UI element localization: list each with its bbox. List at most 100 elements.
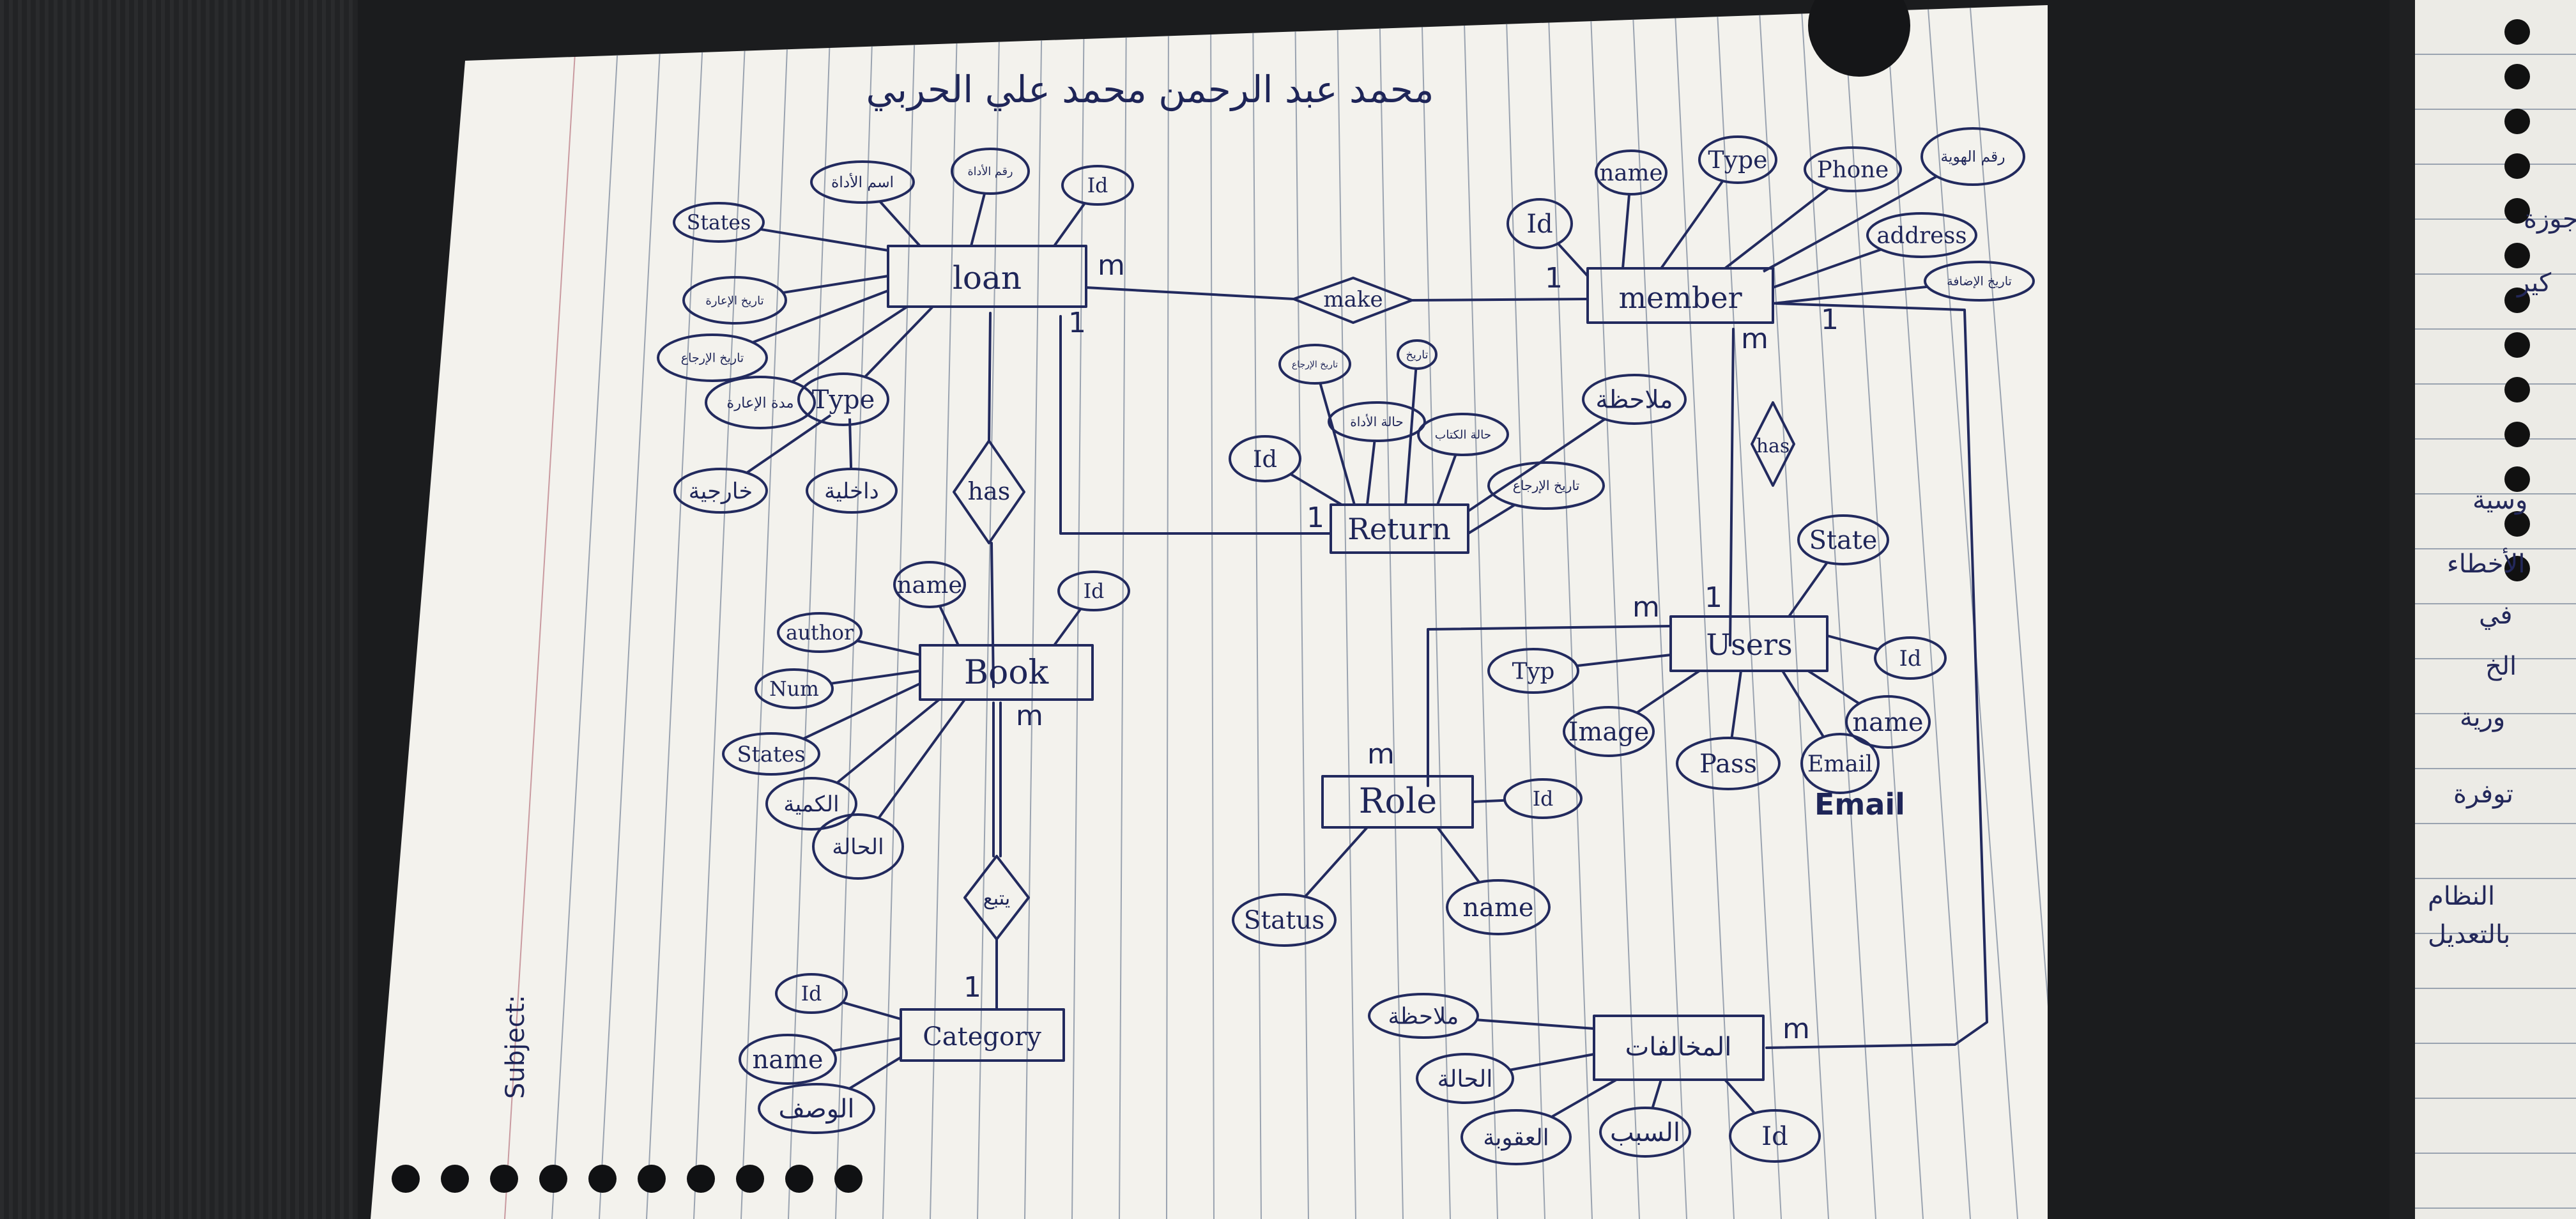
author-name: محمد عبد الرحمن محمد علي الحربي [866, 68, 1434, 112]
entity-users [1669, 615, 1828, 672]
attribute-return-ellipse [1417, 413, 1509, 456]
relationship-diamonds [953, 277, 1795, 940]
rule-line [1119, 5, 1127, 1219]
attribute-category-connector [842, 1000, 901, 1020]
attribute-loan-connector [848, 418, 853, 470]
side-text: النظام [2428, 882, 2496, 911]
attribute-member-label: Id [1526, 210, 1552, 239]
attribute-return-ellipse [1582, 374, 1687, 425]
rule-line [1379, 5, 1404, 1219]
attribute-member-label: Type [1708, 146, 1767, 174]
attribute-member-connector [1772, 285, 1928, 305]
attribute-loan-connector [760, 227, 889, 252]
attribute-book-connector [802, 682, 921, 740]
entity-member-label: member [1618, 280, 1742, 315]
attribute-member-connector [1772, 248, 1882, 289]
attribute-return-connector [1436, 454, 1457, 505]
entity-return-label: Return [1347, 512, 1451, 546]
attribute-users-ellipse [1800, 733, 1880, 794]
attribute-member-connector [1763, 175, 1938, 273]
relationship-category [963, 855, 1030, 940]
relationship-has-label: has [968, 477, 1011, 505]
attribute-book-ellipse [812, 813, 904, 880]
attribute-book-label: الكمية [783, 792, 839, 817]
relationship-has-book [953, 440, 1025, 544]
attribute-return-connector [1467, 503, 1515, 535]
rule-line [1421, 5, 1451, 1219]
card-return: 1 [1307, 502, 1324, 534]
attribute-users-connector [1827, 634, 1879, 651]
card-member-has: m [1741, 323, 1768, 355]
attribute-violations-ellipse [1416, 1053, 1514, 1104]
attribute-member-ellipse [1698, 135, 1777, 184]
attribute-users-ellipse [1874, 636, 1947, 680]
side-hole [2504, 243, 2530, 268]
attribute-users-connector [1781, 670, 1825, 738]
attribute-member-connector [1621, 194, 1631, 269]
attribute-member-ellipse [1866, 212, 1977, 258]
rule-line [1337, 5, 1356, 1219]
attribute-return-connector [1366, 440, 1376, 505]
attribute-book-ellipse [1057, 571, 1130, 611]
attribute-loan-label: رقم الأداة [967, 164, 1013, 178]
attribute-member-label: address [1876, 222, 1966, 249]
attribute-book-ellipse [755, 668, 834, 709]
attribute-member-label: تاريخ الإضافة [1947, 274, 2012, 289]
attribute-violations-connector [1551, 1078, 1617, 1118]
attribute-loan-connector [970, 193, 986, 247]
attribute-violations-ellipse [1460, 1109, 1572, 1165]
attribute-users-label: Email [1807, 751, 1873, 777]
attribute-users-connector [1788, 562, 1828, 618]
attribute-member-label: رقم الهوية [1940, 148, 2005, 165]
rule-line [599, 5, 663, 1219]
rule-line [1024, 5, 1043, 1219]
attribute-users-label: Typ [1512, 658, 1555, 684]
rule-line [1800, 5, 1876, 1219]
binder-hole [588, 1165, 617, 1193]
attribute-book-connector [877, 698, 966, 819]
attribute-book-label: Id [1084, 580, 1105, 603]
attribute-member-connector [1724, 187, 1830, 270]
attribute-role-label: Status [1244, 907, 1324, 935]
attribute-category-label: Id [801, 983, 822, 1006]
card-category-top: 1 [963, 971, 981, 1004]
attribute-users-connector [1636, 670, 1701, 714]
attribute-loan-label: States [687, 211, 751, 234]
attribute-return-label: حالة الأداة [1350, 413, 1404, 429]
attribute-book-label: name [897, 571, 962, 599]
attribute-loan-ellipse [810, 160, 915, 204]
attribute-users-label: State [1809, 526, 1878, 555]
attribute-violations-connector [1476, 1018, 1595, 1030]
entity-violations [1593, 1015, 1765, 1081]
attribute-category-connector [848, 1056, 902, 1090]
entity-category-label: Category [923, 1022, 1041, 1052]
card-member-right: 1 [1821, 303, 1839, 336]
binder-hole [785, 1165, 813, 1193]
attribute-loan-ellipse [951, 148, 1030, 195]
side-text: الأخطاء [2447, 549, 2526, 579]
attribute-category-label: الوصف [778, 1094, 854, 1124]
entity-book [919, 644, 1094, 701]
attribute-category-label: name [753, 1045, 824, 1075]
attribute-users-connector [1730, 670, 1742, 739]
entity-category [900, 1008, 1065, 1062]
rule-line [1463, 5, 1498, 1219]
card-violations-right: m [1782, 1013, 1810, 1045]
side-paper-sheet: جوزة كير وسية الأخطاء في الخ ورية توفرة … [2415, 0, 2576, 1219]
entity-role-label: Role [1359, 781, 1437, 821]
binder-hole [736, 1165, 764, 1193]
attribute-role-ellipse [1446, 879, 1551, 935]
paper-sheet [371, 5, 2048, 1219]
attribute-member-ellipse [1595, 150, 1667, 195]
attribute-violations-ellipse [1729, 1109, 1821, 1163]
attribute-return-connector [1319, 383, 1356, 505]
attribute-member-ellipse [1506, 198, 1573, 249]
attribute-loan-connector [1053, 202, 1086, 247]
side-hole [2504, 19, 2530, 45]
attribute-loan-ellipse [673, 468, 768, 514]
attribute-return-ellipse [1487, 461, 1605, 510]
binder-hole [834, 1165, 862, 1193]
attribute-book-ellipse [722, 732, 820, 776]
attribute-loan-connector [783, 275, 889, 295]
card-loan-return: 1 [1068, 307, 1086, 339]
